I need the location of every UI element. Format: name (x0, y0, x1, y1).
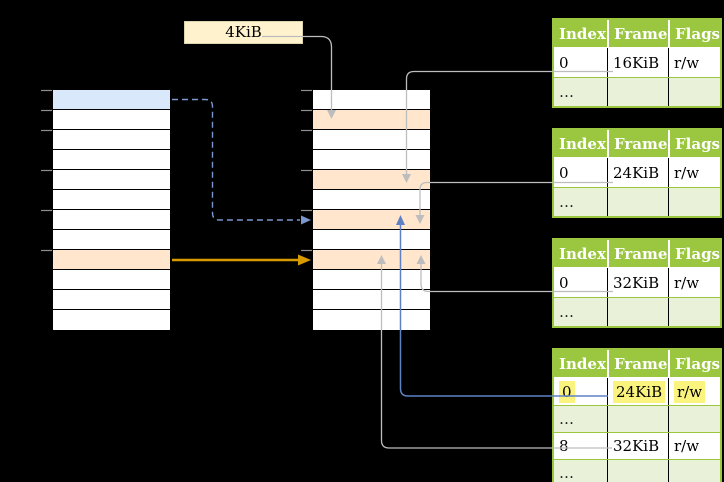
column-header-frame: Frame (607, 350, 668, 377)
memory-row-4 (53, 170, 170, 190)
memory-row-5 (53, 190, 170, 210)
cell-index: … (559, 193, 574, 211)
virtual-to-physical-dashed-arrow (172, 98, 311, 225)
table-row-ellipsis: … (554, 187, 720, 216)
cell-index: … (559, 303, 574, 321)
cell-frame: 24KiB (607, 378, 668, 405)
memory-row-9 (53, 270, 170, 290)
cell-flags: r/w (668, 268, 720, 297)
cell-flags (668, 298, 720, 326)
cell-index: 0 (559, 53, 569, 72)
cell-flags (668, 406, 720, 432)
virtual-to-physical-orange-arrow (172, 254, 311, 266)
page-table-header: Index Frame Flags (554, 20, 720, 48)
cell-index: 0 (554, 378, 607, 405)
page-table-2: Index Frame Flags 0 24KiB r/w … (552, 128, 722, 218)
cell-frame (607, 406, 668, 432)
virtual-memory-column (52, 89, 171, 331)
cell-index: … (559, 83, 574, 101)
physical-memory-column (312, 89, 431, 331)
memory-row-7 (313, 230, 430, 250)
column-header-frame: Frame (607, 130, 668, 157)
page-table-4: Index Frame Flags 0 24KiB r/w … 8 32KiB … (552, 348, 722, 482)
table-row: 0 16KiB r/w (554, 48, 720, 77)
cell-frame (607, 78, 668, 106)
memory-row-5 (313, 190, 430, 210)
memory-row-10 (313, 290, 430, 310)
memory-row-3 (53, 150, 170, 170)
column-header-index: Index (559, 134, 606, 153)
cell-frame (607, 298, 668, 326)
column-header-frame: Frame (607, 240, 668, 267)
memory-row-2 (53, 130, 170, 150)
frame-size-label: 4KiB (184, 21, 303, 44)
page-table-3: Index Frame Flags 0 32KiB r/w … (552, 238, 722, 328)
memory-row-0 (53, 90, 170, 110)
cell-flags: r/w (668, 433, 720, 459)
highlighted-value: r/w (674, 380, 706, 403)
column-header-index: Index (559, 24, 606, 43)
memory-row-10 (53, 290, 170, 310)
memory-row-11 (53, 310, 170, 330)
page-table-header: Index Frame Flags (554, 350, 720, 378)
cell-frame (607, 460, 668, 482)
memory-row-9 (313, 270, 430, 290)
highlighted-value: 24KiB (613, 380, 666, 403)
page-table-1: Index Frame Flags 0 16KiB r/w … (552, 18, 722, 108)
column-header-flags: Flags (668, 20, 720, 47)
cell-flags (668, 78, 720, 106)
column-header-index: Index (559, 354, 606, 373)
cell-flags: r/w (668, 158, 720, 187)
cell-frame: 16KiB (607, 48, 668, 77)
table-row-ellipsis: … (554, 77, 720, 106)
page-table-header: Index Frame Flags (554, 130, 720, 158)
column-header-index: Index (559, 244, 606, 263)
memory-row-1 (313, 110, 430, 130)
cell-flags: r/w (668, 378, 720, 405)
table-row-highlighted: 0 24KiB r/w (554, 378, 720, 405)
memory-row-1 (53, 110, 170, 130)
cell-index: … (559, 410, 574, 428)
memory-row-6 (53, 210, 170, 230)
column-header-frame: Frame (607, 20, 668, 47)
cell-index: … (559, 464, 574, 482)
cell-frame: 24KiB (607, 158, 668, 187)
table-row: 0 32KiB r/w (554, 268, 720, 297)
cell-index: 0 (559, 163, 569, 182)
table-row-ellipsis: … (554, 405, 720, 432)
cell-frame (607, 188, 668, 216)
cell-frame: 32KiB (607, 268, 668, 297)
memory-row-0 (313, 90, 430, 110)
cell-flags: r/w (668, 48, 720, 77)
cell-frame: 32KiB (607, 433, 668, 459)
table-row: 8 32KiB r/w (554, 432, 720, 459)
column-header-flags: Flags (668, 240, 720, 267)
highlighted-value: 0 (559, 380, 575, 403)
memory-row-8 (313, 250, 430, 270)
cell-index: 8 (559, 437, 569, 455)
column-header-flags: Flags (668, 130, 720, 157)
memory-row-4 (313, 170, 430, 190)
memory-row-2 (313, 130, 430, 150)
memory-row-3 (313, 150, 430, 170)
memory-row-6 (313, 210, 430, 230)
memory-row-11 (313, 310, 430, 330)
memory-row-7 (53, 230, 170, 250)
table-row-ellipsis: … (554, 297, 720, 326)
cell-flags (668, 188, 720, 216)
column-header-flags: Flags (668, 350, 720, 377)
memory-row-8 (53, 250, 170, 270)
cell-flags (668, 460, 720, 482)
cell-index: 0 (559, 273, 569, 292)
table-row: 0 24KiB r/w (554, 158, 720, 187)
page-table-header: Index Frame Flags (554, 240, 720, 268)
table-row-ellipsis: … (554, 459, 720, 482)
